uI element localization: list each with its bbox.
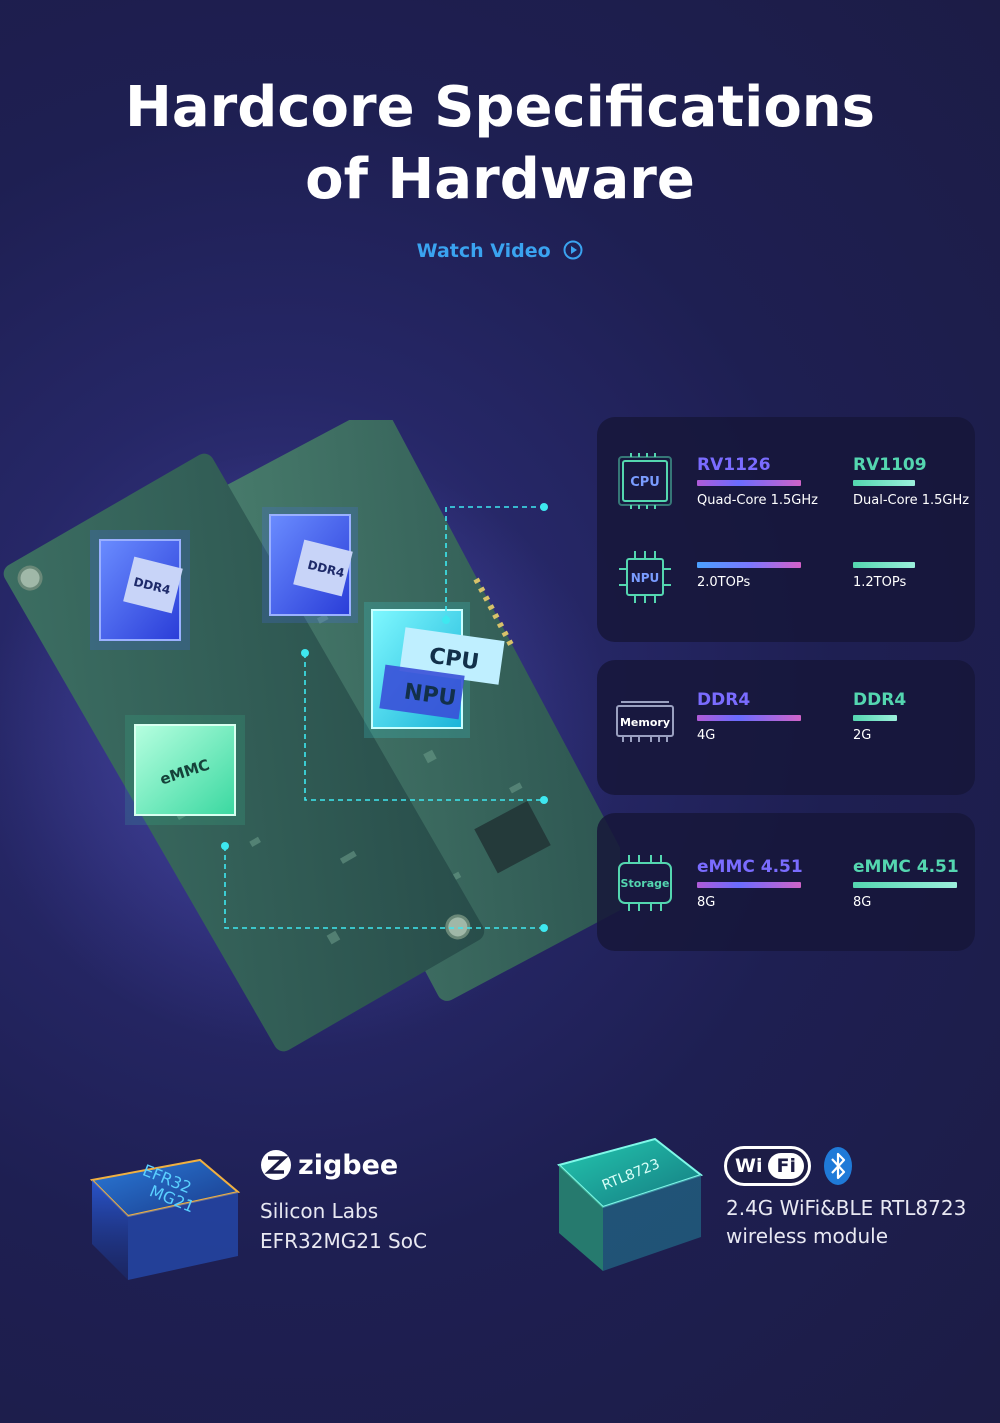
- cpu-model-1: RV1126: [697, 455, 771, 475]
- zigbee-logo: zigbee: [260, 1148, 398, 1182]
- watch-video-label: Watch Video: [416, 240, 551, 262]
- memory-icon: Memory: [616, 701, 674, 742]
- watch-video-link[interactable]: Watch Video: [0, 240, 1000, 262]
- storage-size-2: 8G: [853, 895, 872, 910]
- memory-spec-panel: Memory DDR4 4G DDR4 2G: [597, 660, 975, 795]
- wifi-desc-line2: wireless module: [726, 1224, 889, 1248]
- memory-icon-label: Memory: [620, 716, 670, 729]
- storage-spec-panel: Storage eMMC 4.51 8G eMMC 4.51 8G: [597, 813, 975, 951]
- wifi-bluetooth-logos: Wi Fi: [724, 1146, 853, 1186]
- storage-type-2: eMMC 4.51: [853, 857, 959, 877]
- memory-bar-2: [853, 715, 897, 721]
- cpu-icon-label: CPU: [630, 475, 660, 490]
- hardware-board-illustration: DDR4 DDR4 CPU NPU eMMC: [0, 420, 620, 1052]
- cpu-chip-icon: CPU: [618, 453, 672, 509]
- cpu-bar-1: [697, 480, 801, 486]
- rtl8723-chip-illustration: RTL8723: [557, 1137, 704, 1271]
- storage-type-1: eMMC 4.51: [697, 857, 803, 877]
- storage-bar-1: [697, 882, 801, 888]
- wifi-logo-wi: Wi: [735, 1155, 763, 1177]
- npu-icon-label: NPU: [631, 571, 660, 585]
- bluetooth-icon: [823, 1147, 852, 1185]
- zigbee-description: Silicon Labs EFR32MG21 SoC: [260, 1196, 427, 1256]
- wifi-logo: Wi Fi: [724, 1146, 811, 1186]
- cpu-detail-1: Quad-Core 1.5GHz: [697, 493, 818, 508]
- cpu-detail-2: Dual-Core 1.5GHz: [853, 493, 970, 508]
- zigbee-desc-line2: EFR32MG21 SoC: [260, 1229, 427, 1253]
- page-title: Hardcore Specifications of Hardware: [0, 72, 1000, 216]
- zigbee-desc-line1: Silicon Labs: [260, 1199, 379, 1223]
- memory-bar-1: [697, 715, 801, 721]
- processor-spec-panel: CPU RV1126 Quad-Core 1.5GHz RV1109 Dual-…: [597, 417, 975, 642]
- wifi-desc-line1: 2.4G WiFi&BLE RTL8723: [726, 1196, 967, 1220]
- npu-bar-1: [697, 562, 801, 568]
- ddr4-chip-left: DDR4: [90, 530, 190, 650]
- zigbee-logo-text: zigbee: [298, 1149, 399, 1181]
- cpu-bar-2: [853, 480, 915, 486]
- zigbee-icon: [261, 1150, 291, 1180]
- storage-bar-2: [853, 882, 957, 888]
- memory-size-2: 2G: [853, 728, 872, 743]
- npu-bar-2: [853, 562, 915, 568]
- zigbee-chip-illustration: EFR32 MG21: [89, 1158, 241, 1280]
- ddr4-chip-right: DDR4: [262, 507, 358, 623]
- storage-icon-label: Storage: [621, 877, 670, 890]
- cpu-npu-chip: CPU NPU: [364, 602, 505, 738]
- npu-detail-2: 1.2TOPs: [853, 575, 907, 590]
- memory-type-1: DDR4: [697, 690, 751, 710]
- cpu-model-2: RV1109: [853, 455, 927, 475]
- title-line-1: Hardcore Specifications: [124, 75, 876, 140]
- play-icon: [563, 240, 583, 260]
- wifi-logo-fi: Fi: [768, 1153, 804, 1179]
- memory-type-2: DDR4: [853, 690, 907, 710]
- storage-size-1: 8G: [697, 895, 716, 910]
- wifi-description: 2.4G WiFi&BLE RTL8723 wireless module: [726, 1194, 966, 1250]
- title-line-2: of Hardware: [305, 147, 695, 212]
- emmc-chip: eMMC: [125, 715, 245, 825]
- npu-chip-icon: NPU: [619, 551, 671, 603]
- storage-chip-icon: Storage: [618, 855, 672, 911]
- npu-detail-1: 2.0TOPs: [697, 575, 751, 590]
- memory-size-1: 4G: [697, 728, 716, 743]
